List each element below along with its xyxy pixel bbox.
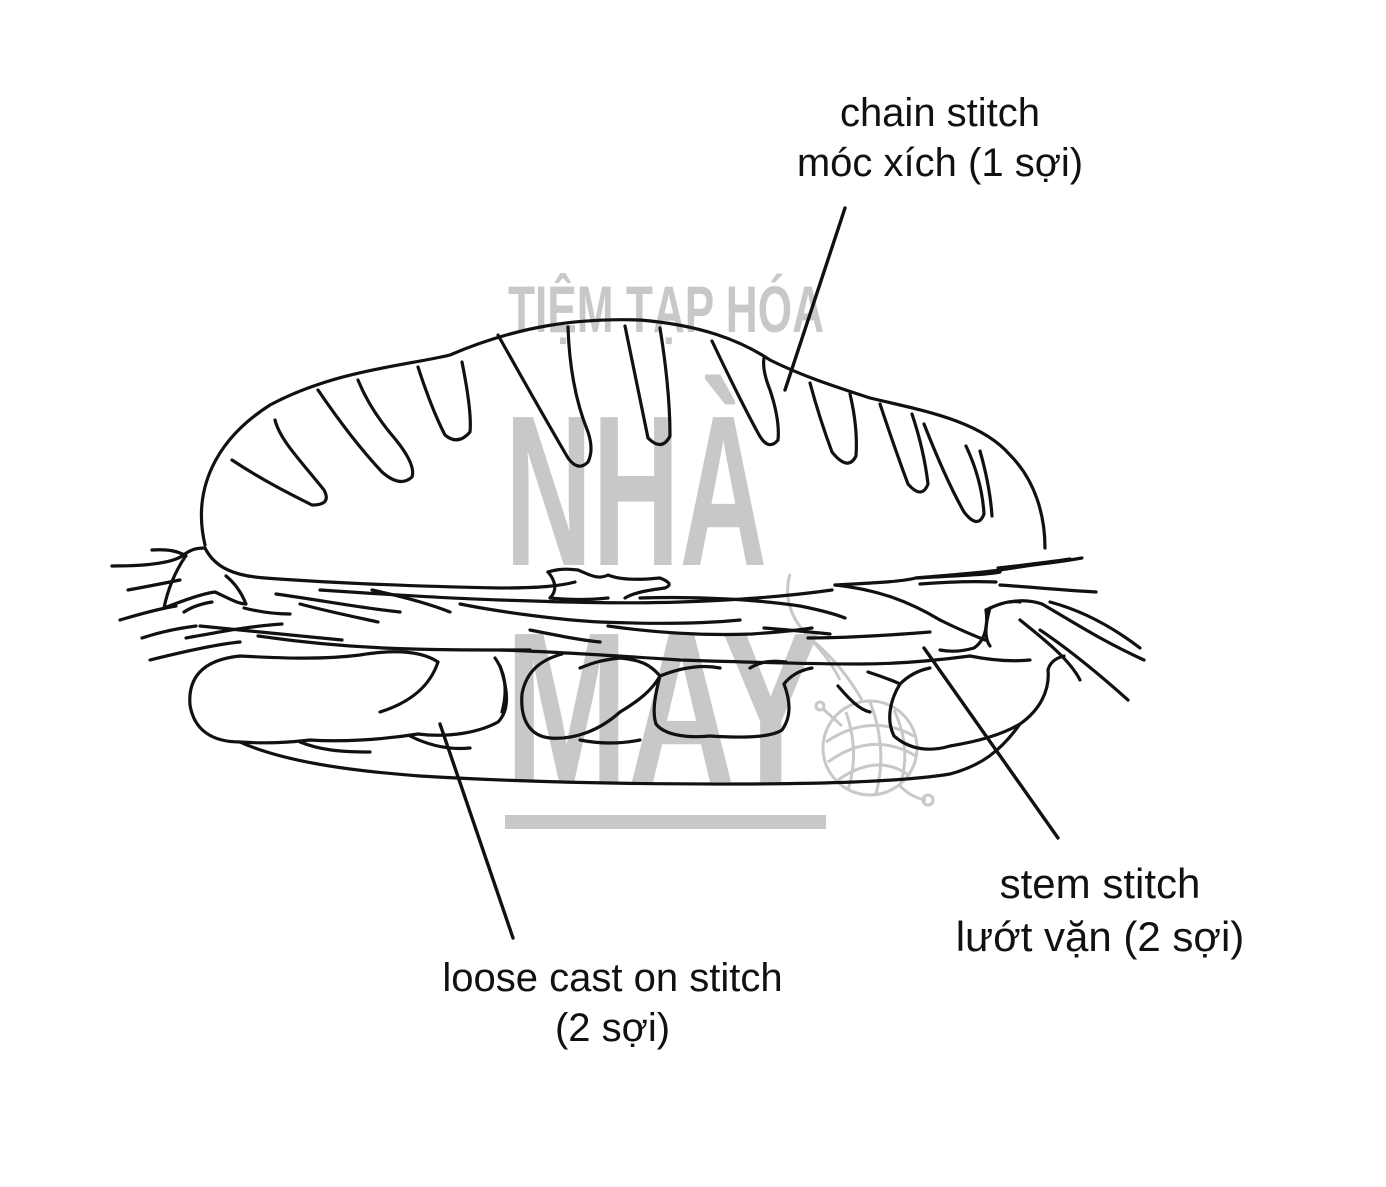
label-stem-stitch: stem stitch lướt vặn (2 sợi) (910, 858, 1290, 964)
leader-line-loose (440, 724, 513, 938)
watermark-underline (505, 815, 826, 829)
label-chain-stitch-line1: chain stitch (760, 88, 1120, 138)
label-stem-stitch-line1: stem stitch (910, 858, 1290, 911)
label-loose-cast-on-stitch-line2: (2 sợi) (400, 1003, 825, 1053)
label-chain-stitch-line2: móc xích (1 sợi) (760, 138, 1120, 188)
leader-line-stem (924, 648, 1058, 838)
label-loose-cast-on-stitch-line1: loose cast on stitch (400, 953, 825, 1003)
watermark-middle-text: NHÀ (505, 370, 767, 611)
watermark-top-text: TIỆM TẠP HÓA (508, 272, 824, 346)
label-chain-stitch: chain stitch móc xích (1 sợi) (760, 88, 1120, 189)
label-stem-stitch-line2: lướt vặn (2 sợi) (910, 911, 1290, 964)
label-loose-cast-on-stitch: loose cast on stitch (2 sợi) (400, 953, 825, 1054)
